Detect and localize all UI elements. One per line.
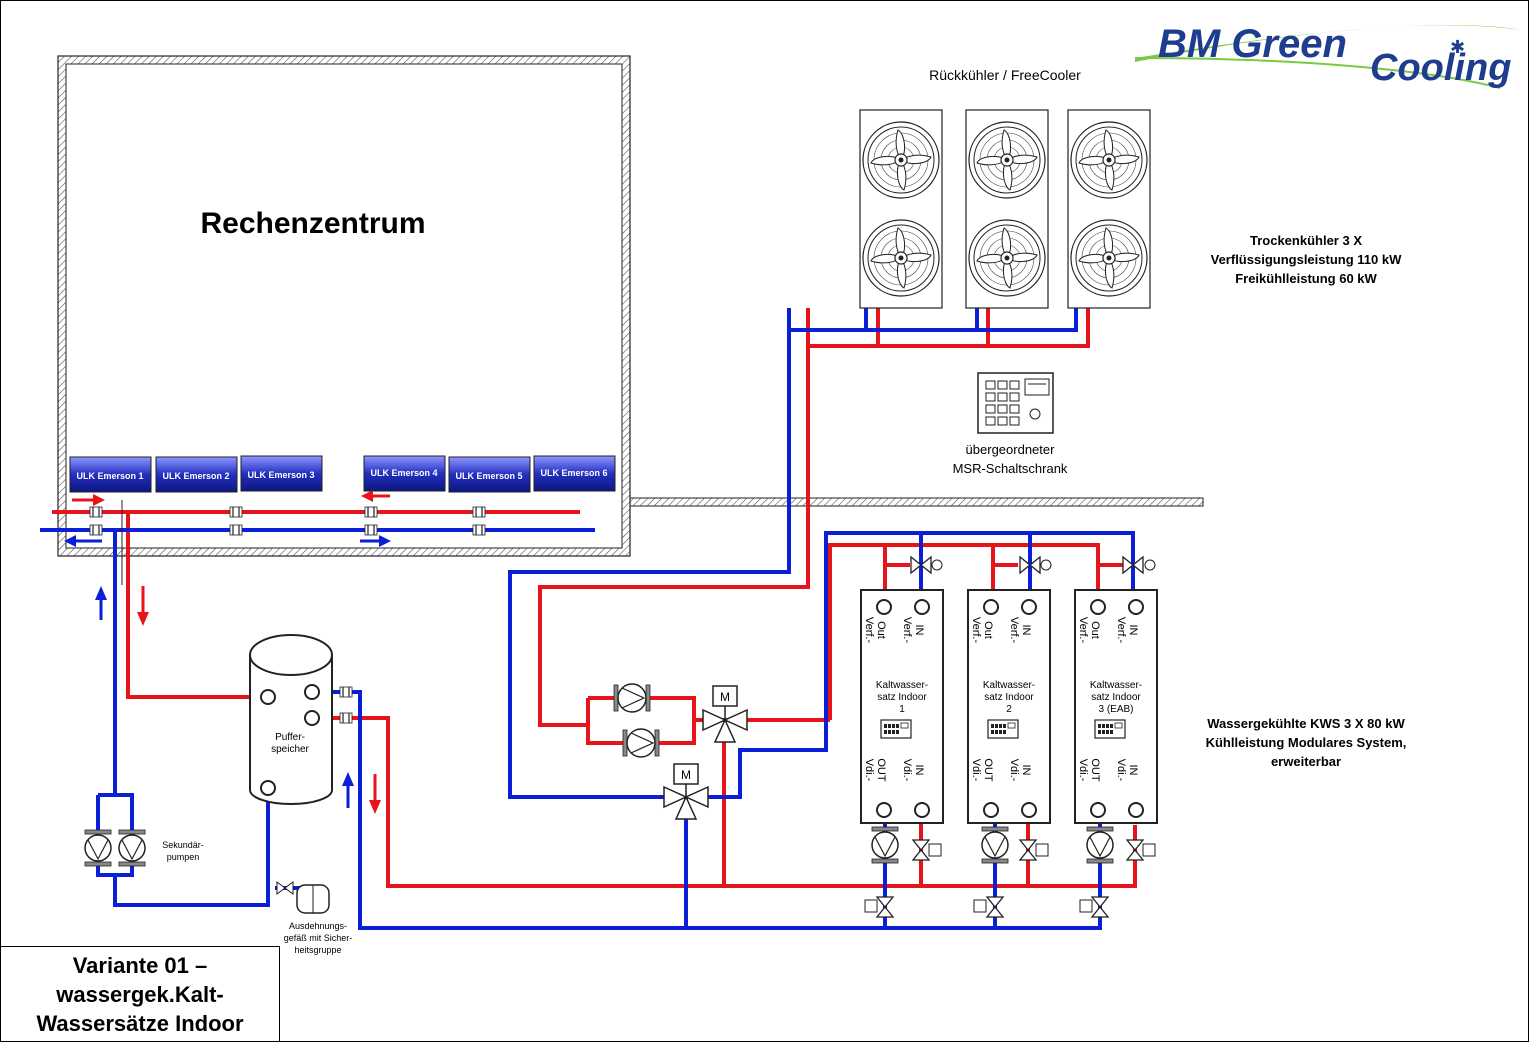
room-title: Rechenzentrum <box>200 207 425 240</box>
chiller-label: satz Indoor <box>1091 692 1141 703</box>
expansion-vessel: Ausdehnungs- gefäß mit Sicher- heitsgrup… <box>276 881 353 955</box>
svg-text:ULK Emerson 1: ULK Emerson 1 <box>76 471 143 481</box>
chiller-unit: OutVerf.- INVerf.- OUTVdi.- INVdi.- Kaltwass… <box>1074 589 1158 824</box>
chiller-label: Kaltwasser- <box>1090 680 1142 691</box>
ulk-unit: ULK Emerson 5 <box>448 456 531 493</box>
logo-line2: Cooling <box>1370 47 1511 89</box>
freecooler-title: Rückkühler / FreeCooler <box>929 67 1081 83</box>
port-label: OUTVdi.- <box>1077 758 1101 782</box>
svg-text:ULK Emerson 3: ULK Emerson 3 <box>247 470 314 480</box>
port-label: INVdi.- <box>1008 759 1032 782</box>
chiller-label: satz Indoor <box>984 692 1034 703</box>
mixing-valve-lower: M <box>663 763 709 820</box>
svg-text:ULK Emerson 6: ULK Emerson 6 <box>540 468 607 478</box>
chiller-label: Kaltwasser- <box>876 680 928 691</box>
svg-text:heitsgruppe: heitsgruppe <box>294 945 341 955</box>
svg-text:M: M <box>720 690 730 704</box>
svg-text:Sekundär-: Sekundär- <box>162 840 204 850</box>
svg-text:erweiterbar: erweiterbar <box>1271 754 1341 769</box>
port-label: OutVerf.- <box>1077 617 1101 644</box>
chiller-inlet-valves <box>910 556 1156 574</box>
chiller-label: 1 <box>899 704 905 715</box>
ulk-unit: ULK Emerson 3 <box>240 455 323 492</box>
port-label: OUTVdi.- <box>863 758 887 782</box>
freecooler-unit <box>965 109 1049 309</box>
ulk-unit: ULK Emerson 2 <box>155 456 238 493</box>
buffer-label-2: speicher <box>271 744 309 755</box>
snowflake-icon: ✱ <box>1450 37 1465 57</box>
chiller-units: OutVerf.- INVerf.- OUTVdi.- INVdi.- Kaltwass… <box>860 589 1158 824</box>
port-label: OUTVdi.- <box>970 758 994 782</box>
bm-green-cooling-logo: BM Green Cooling ✱ <box>1134 22 1520 89</box>
chiller-label: 3 (EAB) <box>1098 704 1133 715</box>
chiller-unit: OutVerf.- INVerf.- OUTVdi.- INVdi.- Kaltwass… <box>967 589 1051 824</box>
port-label: OutVerf.- <box>970 617 994 644</box>
flow-arrows <box>64 490 391 814</box>
buffer-label-1: Puffer- <box>275 732 305 743</box>
svg-text:Kühlleistung Modulares System,: Kühlleistung Modulares System, <box>1206 735 1407 750</box>
port-label: INVdi.- <box>901 759 925 782</box>
control-cabinet-icon: übergeordneter MSR-Schaltschrank <box>953 372 1068 476</box>
variant-label: Variante 01 – wassergek.Kalt- Wassersätz… <box>36 952 244 1036</box>
port-label: OutVerf.- <box>863 617 887 644</box>
svg-text:pumpen: pumpen <box>167 852 200 862</box>
svg-text:ULK Emerson 5: ULK Emerson 5 <box>455 471 522 481</box>
svg-text:gefäß mit Sicher-: gefäß mit Sicher- <box>284 933 353 943</box>
chiller-pumps-valves <box>864 826 1156 918</box>
svg-text:Trockenkühler 3 X: Trockenkühler 3 X <box>1250 233 1362 248</box>
svg-text:Wassergekühlte KWS 3 X 80 kW: Wassergekühlte KWS 3 X 80 kW <box>1207 716 1405 731</box>
primary-pumps <box>613 683 660 758</box>
building-wall <box>629 497 1204 507</box>
freecooler-unit <box>859 109 943 309</box>
logo-line1: BM Green <box>1158 22 1347 66</box>
svg-text:Freikühlleistung 60 kW: Freikühlleistung 60 kW <box>1235 271 1377 286</box>
ulk-unit: ULK Emerson 4 <box>363 455 446 492</box>
chiller-label: 2 <box>1006 704 1012 715</box>
ulk-unit: ULK Emerson 6 <box>533 455 616 492</box>
freecooler-units <box>859 109 1151 309</box>
svg-text:Ausdehnungs-: Ausdehnungs- <box>289 921 347 931</box>
chiller-label: Kaltwasser- <box>983 680 1035 691</box>
mixing-valve-upper: M <box>702 685 748 743</box>
chiller-unit: OutVerf.- INVerf.- OUTVdi.- INVdi.- Kaltwass… <box>860 589 944 824</box>
svg-text:übergeordneter: übergeordneter <box>966 442 1056 457</box>
port-label: INVerf.- <box>1115 617 1139 644</box>
freecooler-description: Trockenkühler 3 X Verflüssigungsleistung… <box>1211 233 1402 286</box>
svg-text:ULK Emerson 4: ULK Emerson 4 <box>370 468 437 478</box>
ulk-unit: ULK Emerson 1 <box>69 456 152 493</box>
chiller-label: satz Indoor <box>877 692 927 703</box>
svg-text:ULK Emerson 2: ULK Emerson 2 <box>162 471 229 481</box>
variant-label-box: Variante 01 – wassergek.Kalt- Wassersätz… <box>1 946 280 1041</box>
supply-pipes <box>52 308 1137 888</box>
kws-description: Wassergekühlte KWS 3 X 80 kW Kühlleistun… <box>1206 716 1407 769</box>
secondary-pumps: Sekundär- pumpen <box>84 829 204 867</box>
freecooler-unit <box>1067 109 1151 309</box>
svg-text:MSR-Schaltschrank: MSR-Schaltschrank <box>953 461 1068 476</box>
ulk-units: ULK Emerson 1 ULK Emerson 2 ULK Emerson … <box>69 455 616 493</box>
svg-text:Verflüssigungsleistung 110 kW: Verflüssigungsleistung 110 kW <box>1211 252 1402 267</box>
port-label: INVerf.- <box>1008 617 1032 644</box>
svg-text:M: M <box>681 768 691 782</box>
port-label: INVerf.- <box>901 617 925 644</box>
buffer-tank: Puffer- speicher <box>249 634 333 805</box>
port-label: INVdi.- <box>1115 759 1139 782</box>
